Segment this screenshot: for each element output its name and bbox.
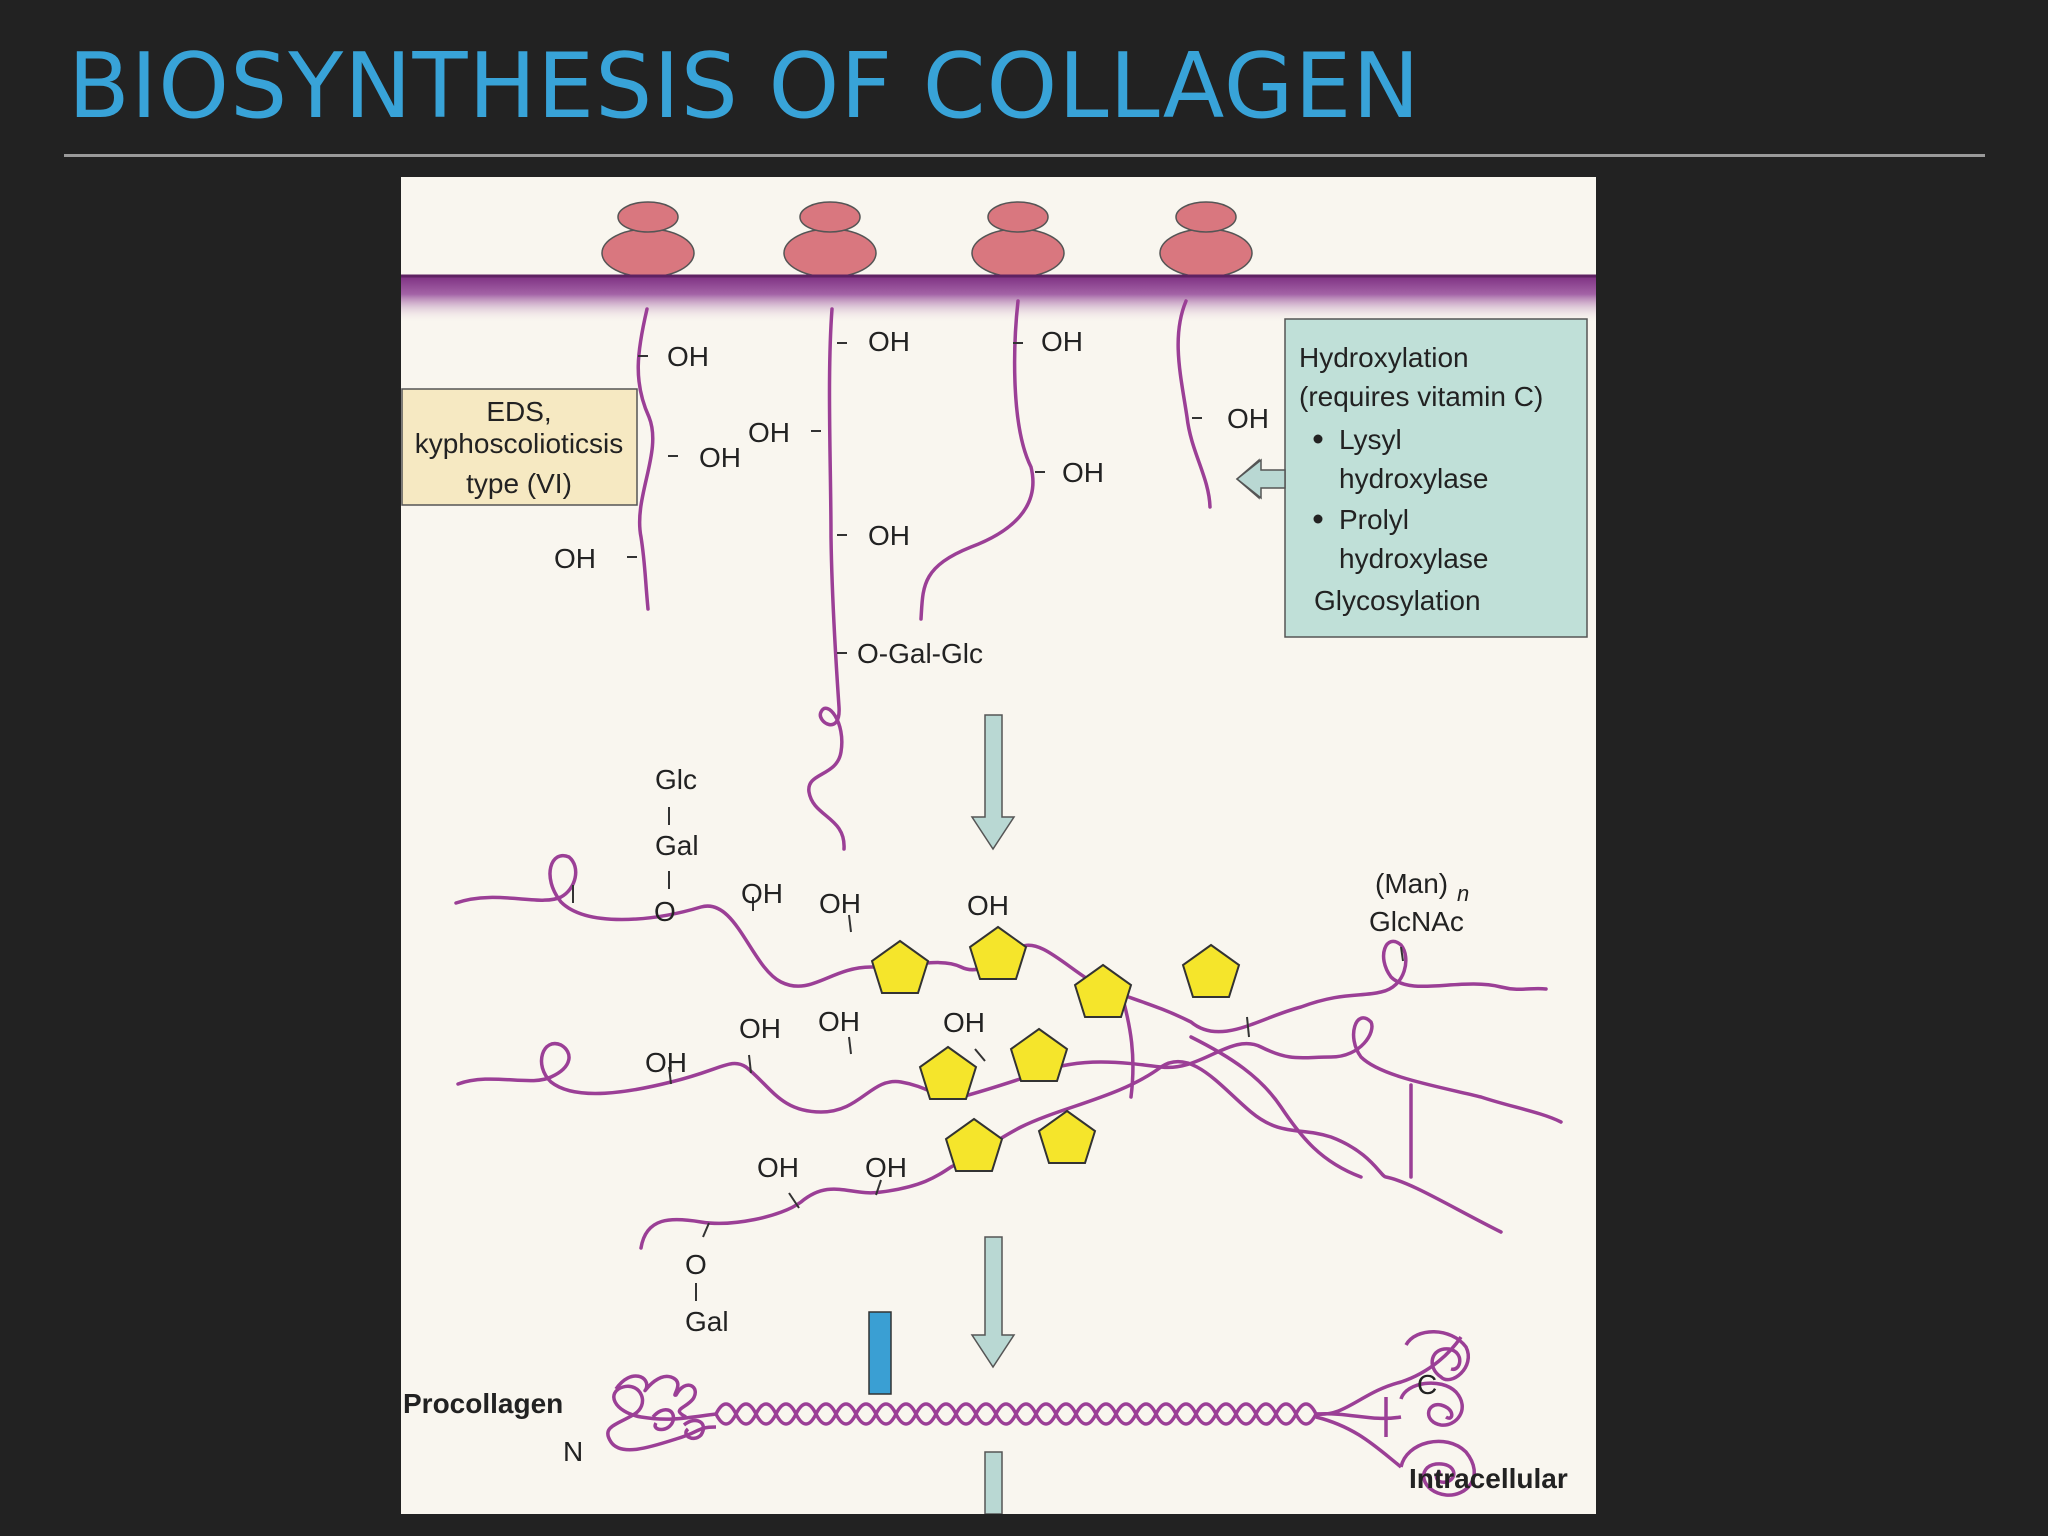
assembly-chain-3 [639,1059,1503,1250]
oh-label: OH [868,326,910,357]
collagen-biosynthesis-figure: OH OH OH OH OH OH OH OH OH O-Gal-Glc EDS… [401,177,1596,1514]
enzyme-box-line-1: Hydroxylation [1299,342,1469,373]
down-arrow-2 [970,1236,1016,1369]
oh-label: OH [554,543,596,574]
enzyme-box-bullet-2a: Prolyl [1339,504,1409,535]
c-terminal-label: C [1417,1369,1437,1400]
oh-label: OH [865,1152,907,1183]
bullet-icon [1313,434,1323,444]
enzyme-box: Hydroxylation (requires vitamin C) Lysyl… [1284,318,1588,638]
oh-label: OH [967,890,1009,921]
title-divider [64,154,1985,157]
procollagen-label: Procollagen [403,1388,563,1419]
ribosome-1-small [617,201,679,233]
oh-label: OH [739,1013,781,1044]
oh-label: OH [868,520,910,551]
ribosome-3-large [971,228,1065,278]
oh-label: OH [1062,457,1104,488]
gal-label: Gal [685,1306,729,1337]
ribosome-2-small [799,201,861,233]
o-label: O [654,896,676,927]
oh-label: OH [741,878,783,909]
nascent-chains [636,299,1212,851]
enzyme-box-bullet-1a: Lysyl [1339,424,1402,455]
eds-box-line-2: kyphoscolioticsis [415,428,624,459]
n-terminal-label: N [563,1436,583,1467]
helix-strand-2 [714,1402,1318,1426]
down-arrow-1 [970,714,1016,851]
oh-label: OH [819,888,861,919]
er-membrane [401,275,1596,323]
sugar-4 [1181,943,1241,998]
sugar-5 [918,1045,978,1100]
sugar-8 [1037,1109,1097,1164]
sugar-7 [944,1117,1004,1172]
eds-box: EDS, kyphoscolioticsis type (VI) [401,388,638,506]
sugar-residues [870,925,1241,1172]
oh-label: OH [818,1006,860,1037]
nascent-chain-3 [919,299,1035,621]
o-label: O [685,1249,707,1280]
oh-label: OH [748,417,790,448]
oh-label: OH [1227,403,1269,434]
o-gal-glc-label: O-Gal-Glc [857,638,983,669]
eds-box-line-1: EDS, [486,396,551,427]
slide-title: BIOSYNTHESIS OF COLLAGEN [68,34,1421,139]
sugar-6 [1009,1027,1069,1082]
ribosome-4-small [1175,201,1237,233]
helix-c-propeptide [1315,1336,1463,1416]
man-label: (Man) [1375,868,1448,899]
cross-link-1 [1189,1035,1363,1179]
hydroxyl-ticks [627,342,1202,654]
eds-box-line-3: type (VI) [466,468,572,499]
oh-label: OH [757,1152,799,1183]
enzyme-box-bullet-2b: hydroxylase [1339,543,1488,574]
oh-label: OH [943,1007,985,1038]
bullet-icon [1313,514,1323,524]
sugar-3 [1073,963,1133,1018]
helix-n-propeptide [606,1384,717,1452]
ribosome-1-large [601,228,695,278]
intracellular-label: Intracellular [1409,1463,1568,1494]
oh-label: OH [667,341,709,372]
glc-label: Glc [655,764,697,795]
ribosomes [601,201,1253,278]
sugar-2 [968,925,1028,980]
glcnac-label: GlcNAc [1369,906,1464,937]
cleavage-marker [868,1311,892,1395]
gal-label: Gal [655,830,699,861]
enzyme-box-line-2: (requires vitamin C) [1299,381,1543,412]
enzyme-box-bullet-1b: hydroxylase [1339,463,1488,494]
oh-label: OH [699,442,741,473]
ribosome-3-small [987,201,1049,233]
man-subscript: n [1457,881,1469,906]
ribosome-4-large [1159,228,1253,278]
nascent-chain-1 [636,307,655,611]
down-arrow-3 [984,1451,1003,1514]
oh-label: OH [645,1047,687,1078]
procollagen-helix [606,1330,1476,1497]
oh-label: OH [1041,326,1083,357]
nascent-chain-4 [1176,299,1212,509]
enzyme-box-line-last: Glycosylation [1314,585,1481,616]
nascent-chain-2 [807,307,846,851]
sugar-1 [870,939,930,994]
ribosome-2-large [783,228,877,278]
